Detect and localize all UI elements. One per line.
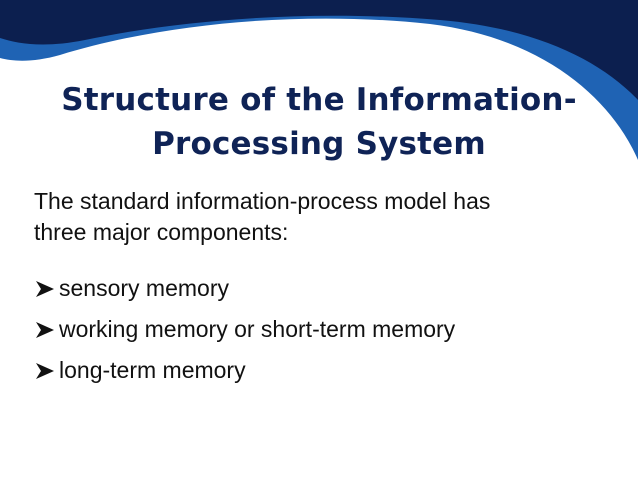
intro-line-1: The standard information-process model h…	[34, 188, 491, 214]
arrowhead-bullet-icon	[36, 321, 54, 338]
bullet-label: working memory or short-term memory	[59, 316, 456, 342]
bullet-list: sensory memory working memory or short-t…	[34, 268, 624, 391]
arrowhead-bullet-icon	[36, 280, 54, 297]
bullet-label: sensory memory	[59, 275, 229, 301]
slide-title-line-2: Processing System	[152, 126, 486, 162]
slide-title-line-1: Structure of the Information-	[61, 82, 577, 118]
bullet-label: long-term memory	[59, 357, 246, 383]
navy-wave-band	[0, 0, 638, 100]
intro-line-2: three major components:	[34, 219, 289, 245]
slide-body: The standard information-process model h…	[34, 186, 624, 391]
bullet-item-working-memory: working memory or short-term memory	[34, 309, 624, 350]
slide-title: Structure of the Information- Processing…	[0, 78, 638, 166]
arrowhead-bullet-icon	[36, 362, 54, 379]
bullet-item-sensory-memory: sensory memory	[34, 268, 624, 309]
intro-paragraph: The standard information-process model h…	[34, 186, 624, 248]
bullet-item-long-term-memory: long-term memory	[34, 350, 624, 391]
